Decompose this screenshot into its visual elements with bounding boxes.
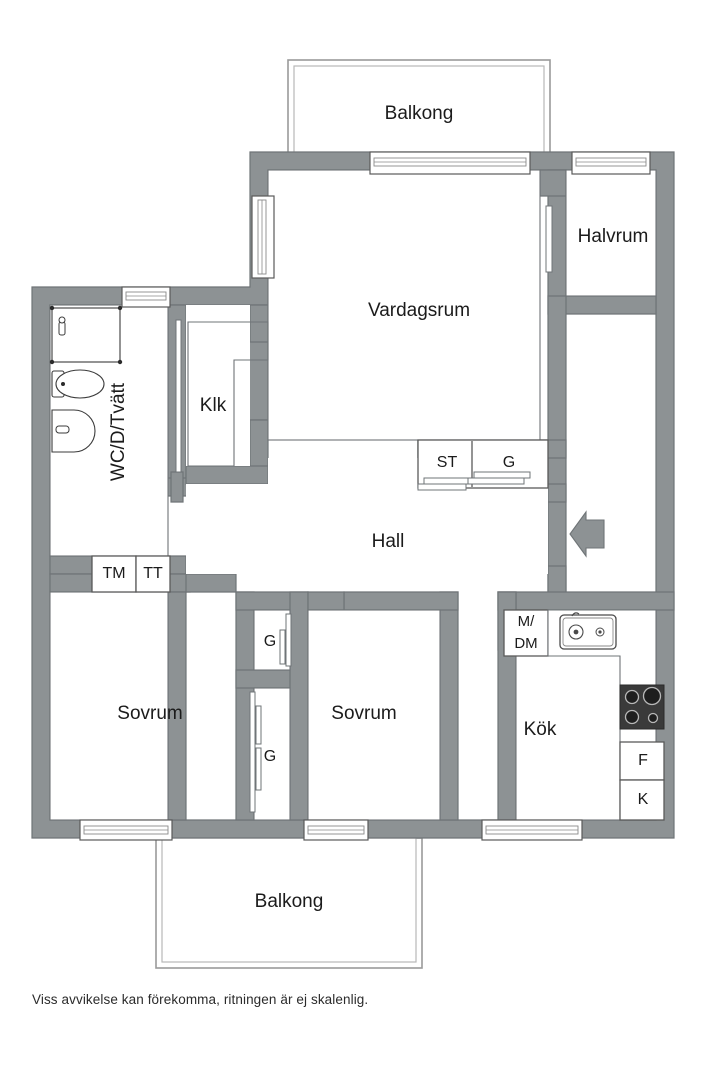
label-wc-d-tvatt: WC/D/Tvätt: [108, 382, 129, 481]
door-closet-lower-g: [249, 691, 262, 813]
kitchen-counter: [547, 609, 665, 821]
label-sovrum-mitten: Sovrum: [331, 703, 396, 724]
shower-icon: [49, 305, 123, 365]
doors: [175, 205, 553, 813]
window-bedroom-left: [79, 819, 173, 841]
fixture-labels: ST G TM TT G G M/ DM F K: [102, 454, 648, 808]
label-st: ST: [437, 454, 458, 471]
label-freezer-f: F: [638, 752, 648, 769]
window-kitchen: [481, 819, 583, 841]
label-kok: Kök: [524, 719, 557, 740]
label-hall-g: G: [503, 454, 515, 471]
label-mdm-line2: DM: [514, 635, 537, 652]
sink-icon: [559, 612, 617, 650]
label-vardagsrum: Vardagsrum: [368, 300, 470, 321]
label-sovrum-vanster: Sovrum: [117, 703, 182, 724]
window-halvrum: [571, 151, 651, 175]
bathroom-fixtures: [49, 305, 123, 453]
label-balkong-top: Balkong: [385, 103, 454, 124]
room-labels: Balkong Vardagsrum Halvrum Klk Hall Sovr…: [108, 103, 648, 912]
door-closet-upper-g: [279, 613, 292, 667]
label-fridge-k: K: [638, 791, 649, 808]
balcony-top-outline: [287, 59, 551, 159]
label-tt: TT: [143, 565, 163, 582]
entrance-arrow-icon: [569, 510, 605, 558]
stove-icon: [619, 684, 665, 730]
room-interiors: [50, 170, 656, 820]
label-closet-upper-g: G: [264, 633, 276, 650]
label-tm: TM: [102, 565, 125, 582]
label-closet-lower-g: G: [264, 748, 276, 765]
windows: [79, 151, 651, 841]
washbasin-icon: [51, 409, 96, 453]
label-klk: Klk: [200, 395, 227, 416]
door-halvrum: [545, 205, 553, 273]
window-bedroom-middle: [303, 819, 369, 841]
label-halvrum: Halvrum: [578, 226, 649, 247]
label-mdm-line1: M/: [518, 613, 535, 630]
toilet-icon: [51, 369, 105, 399]
klk-inner-outline: [187, 321, 269, 467]
laundry-appliances: [91, 555, 171, 593]
hall-closets: [417, 439, 549, 491]
window-balcony-door: [369, 151, 531, 175]
window-wc: [121, 286, 171, 308]
label-hall: Hall: [372, 531, 405, 552]
door-klk: [175, 319, 182, 473]
disclaimer-text: Viss avvikelse kan förekomma, ritningen …: [32, 992, 369, 1007]
floor-plan-drawing: Balkong Vardagsrum Halvrum Klk Hall Sovr…: [31, 59, 675, 969]
window-livingroom-left: [251, 195, 275, 279]
label-balkong-bottom: Balkong: [255, 891, 324, 912]
